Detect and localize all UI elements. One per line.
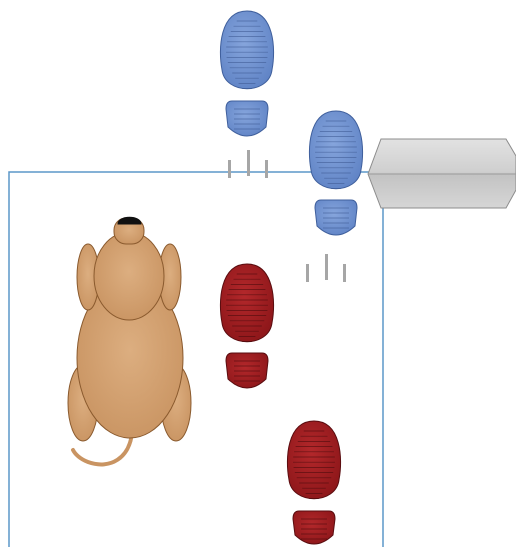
blue-footprint-1-sole (219, 10, 275, 90)
red-footprint-1 (219, 263, 275, 389)
dog-nose (117, 216, 142, 225)
dog-top-view (67, 216, 192, 467)
blue-footprint-2-sole (308, 110, 364, 190)
motion-marks-upper (228, 150, 268, 178)
dog-tail (71, 430, 134, 467)
blue-footprint-2-heel (314, 199, 358, 236)
blue-footprint-1-heel (225, 100, 269, 137)
motion-marks-lower (306, 254, 346, 282)
red-footprint-1-heel (225, 352, 269, 389)
blue-footprint-1 (219, 10, 275, 137)
door-shape (367, 138, 516, 209)
dog-head (93, 231, 165, 321)
blue-footprint-2 (308, 110, 364, 236)
red-footprint-2 (286, 420, 342, 545)
room-outline (8, 171, 384, 547)
red-footprint-2-sole (286, 420, 342, 500)
footprints-group (219, 10, 364, 545)
red-footprint-1-sole (219, 263, 275, 343)
